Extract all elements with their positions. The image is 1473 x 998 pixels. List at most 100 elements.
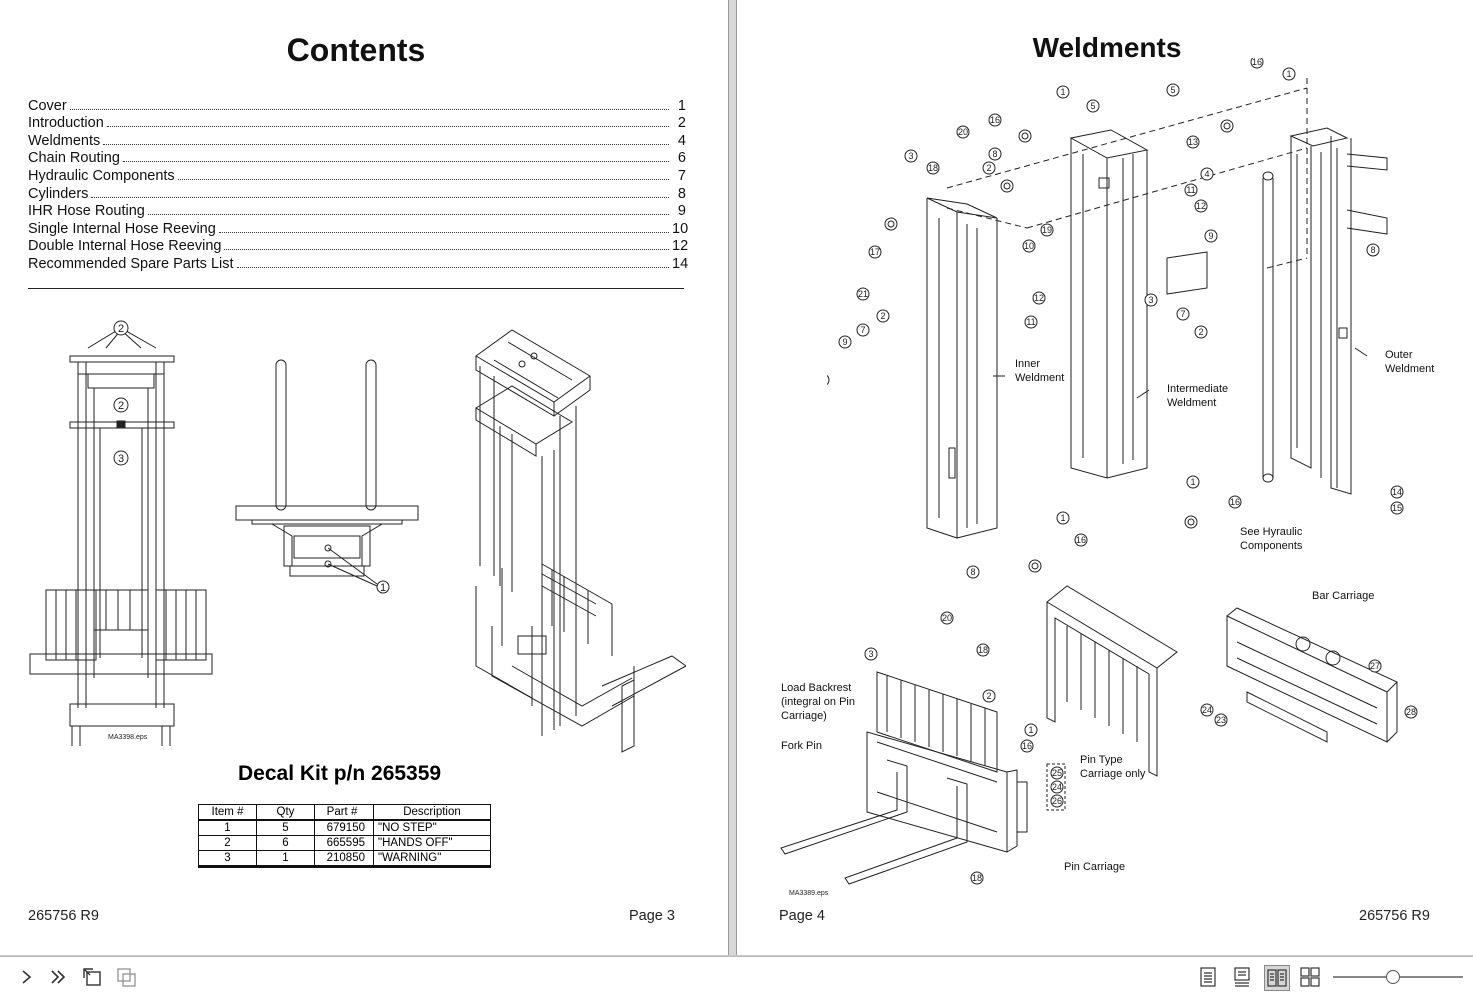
toc-label: Hydraulic Components — [28, 167, 175, 184]
right-page: Weldments — [736, 0, 1473, 955]
toc-label: Double Internal Hose Reeving — [28, 238, 222, 255]
decal-kit-table: Item # Qty Part # Description 1 5 679150… — [198, 804, 491, 868]
divider-rule — [28, 288, 684, 289]
svg-text:24: 24 — [1052, 782, 1062, 792]
decal-kit-title: Decal Kit p/n 265359 — [238, 762, 442, 785]
toc-leader — [91, 196, 669, 198]
toc-page: 8 — [677, 185, 686, 202]
grid-view-icon[interactable] — [1298, 965, 1322, 989]
toc-entry[interactable]: Double Internal Hose Reeving 12 — [28, 237, 689, 255]
svg-text:14: 14 — [1392, 487, 1402, 497]
continuous-view-icon[interactable] — [1230, 965, 1254, 989]
svg-text:5: 5 — [1170, 85, 1175, 95]
toc-page: 6 — [677, 150, 686, 167]
toc-label: Recommended Spare Parts List — [28, 255, 234, 272]
table-cell: 665595 — [314, 835, 374, 851]
toc-label: Cylinders — [28, 185, 89, 202]
toc-leader — [69, 108, 669, 110]
mast-isometric-drawing — [475, 329, 686, 753]
rotate-icon[interactable] — [80, 965, 104, 989]
svg-text:5: 5 — [1090, 101, 1095, 111]
page-title: Contents — [286, 32, 426, 68]
svg-text:3: 3 — [908, 151, 913, 161]
toc-leader — [147, 214, 669, 216]
svg-text:11: 11 — [1026, 317, 1035, 327]
toc-label: Introduction — [28, 115, 104, 132]
toc-entry[interactable]: IHR Hose Routing 9 — [28, 202, 686, 220]
toc-page: 1 — [677, 97, 686, 114]
svg-text:16: 16 — [990, 115, 1000, 125]
callout-group: 2 2 3 — [113, 320, 129, 466]
svg-text:1: 1 — [1190, 477, 1195, 487]
svg-text:1: 1 — [1060, 513, 1065, 523]
last-page-icon[interactable] — [46, 965, 70, 989]
svg-text:1: 1 — [1028, 725, 1033, 735]
table-cell: 1 — [256, 850, 315, 868]
svg-text:18: 18 — [972, 873, 982, 883]
toc-entry[interactable]: Chain Routing 6 — [28, 149, 686, 167]
toc-page: 12 — [672, 238, 689, 255]
toc-label: Chain Routing — [28, 150, 120, 167]
svg-text:1: 1 — [380, 582, 386, 594]
table-cell: "HANDS OFF" — [373, 835, 491, 851]
toc-page: 4 — [677, 132, 686, 149]
svg-text:16: 16 — [1022, 741, 1032, 751]
svg-text:25: 25 — [1052, 768, 1062, 778]
zoom-slider-handle[interactable] — [1385, 970, 1400, 984]
svg-text:4: 4 — [1204, 169, 1209, 179]
table-cell: 5 — [256, 819, 315, 836]
toc-leader — [224, 249, 669, 251]
toc-entry[interactable]: Hydraulic Components 7 — [28, 166, 686, 184]
toc-entry[interactable]: Cover 1 — [28, 96, 686, 114]
toc-label: Cover — [28, 97, 67, 114]
next-page-icon[interactable] — [14, 965, 38, 989]
svg-text:11: 11 — [1186, 185, 1195, 195]
svg-text:16: 16 — [1076, 535, 1086, 545]
svg-text:15: 15 — [1392, 503, 1402, 513]
extract-icon[interactable] — [114, 965, 138, 989]
svg-text:2: 2 — [986, 691, 991, 701]
svg-text:1: 1 — [1060, 87, 1065, 97]
two-page-view-icon[interactable] — [1264, 965, 1290, 991]
inner-weldment-label: Inner Weldment — [1015, 358, 1065, 384]
toc-page: 7 — [677, 167, 686, 184]
column-header: Part # — [314, 804, 374, 821]
page-number: Page 4 — [779, 908, 825, 924]
svg-text:26: 26 — [1052, 796, 1062, 806]
svg-text:2: 2 — [986, 163, 991, 173]
drawing-id: MA3389.eps — [789, 890, 829, 897]
svg-text:24: 24 — [1202, 705, 1212, 715]
svg-text:17: 17 — [870, 247, 880, 257]
table-row: 2 6 665595 "HANDS OFF" — [198, 835, 491, 851]
single-page-view-icon[interactable] — [1196, 965, 1220, 989]
svg-text:2: 2 — [118, 323, 124, 335]
svg-text:9: 9 — [842, 337, 847, 347]
page-gutter — [729, 0, 736, 955]
toc-leader — [177, 178, 669, 180]
toc-entry[interactable]: Introduction 2 — [28, 114, 686, 132]
svg-text:18: 18 — [978, 645, 988, 655]
toc-label: IHR Hose Routing — [28, 203, 145, 220]
svg-text:12: 12 — [1034, 293, 1044, 303]
toc-leader — [122, 161, 669, 163]
svg-text:21: 21 — [858, 289, 868, 299]
column-header: Item # — [198, 804, 257, 821]
svg-text:8: 8 — [1370, 245, 1375, 255]
toc-leader — [218, 231, 669, 233]
outer-weldment-label: Outer Weldment — [1385, 349, 1435, 375]
toc-page: 9 — [677, 203, 686, 220]
svg-text:3: 3 — [1148, 295, 1153, 305]
svg-text:3: 3 — [118, 453, 124, 465]
pin-type-carriage-label: Pin Type Carriage only — [1080, 754, 1146, 780]
toc-leader — [106, 126, 669, 128]
intermediate-weldment-label: Intermediate Weldment — [1167, 383, 1229, 409]
table-cell: 679150 — [314, 819, 374, 836]
toc-leader — [236, 266, 669, 268]
svg-text:2: 2 — [118, 400, 124, 412]
toc-page: 2 — [677, 115, 686, 132]
toc-entry[interactable]: Cylinders 8 — [28, 184, 686, 202]
